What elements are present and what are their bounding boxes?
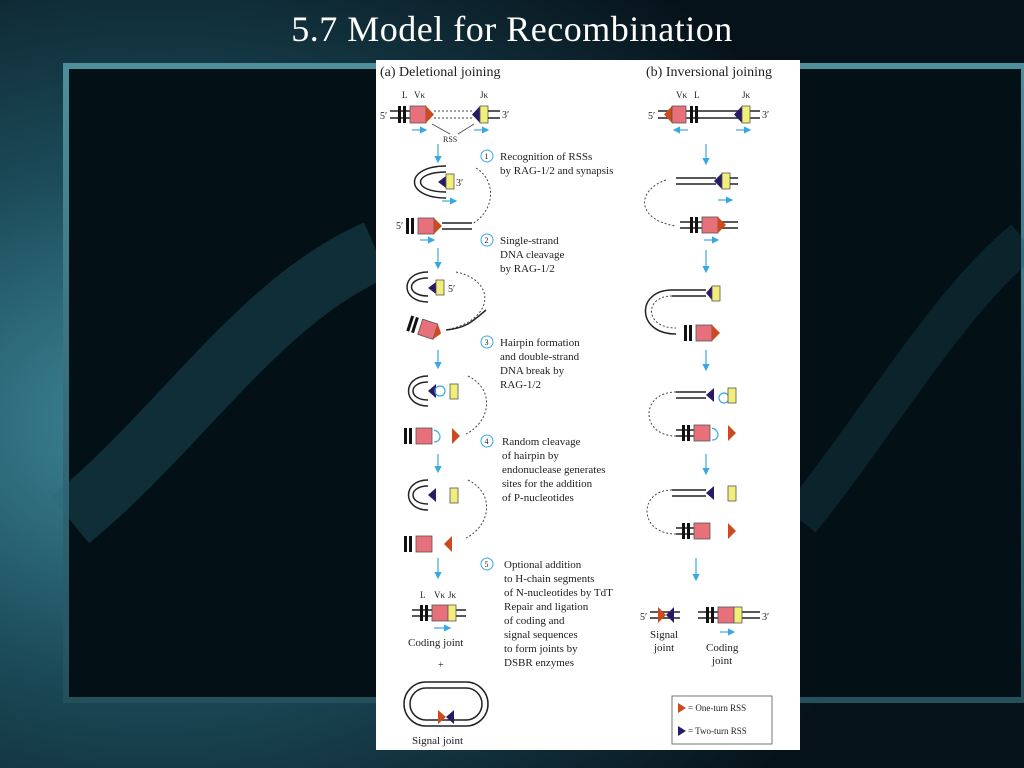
svg-text:5′: 5′	[448, 284, 455, 295]
panel-b-single-strand-cleavage	[644, 285, 721, 342]
svg-text:Signal joint: Signal joint	[412, 735, 463, 747]
panel-b-germline-dna: Vκ L Jκ 5′ 3′	[648, 90, 769, 134]
svg-text:of N-nucleotides by TdT: of N-nucleotides by TdT	[504, 587, 613, 599]
panel-a-single-strand-cleavage: 5′	[406, 271, 487, 340]
panel-b-coding-joint: 3′ Coding joint	[698, 606, 769, 667]
svg-text:5′: 5′	[396, 221, 403, 232]
svg-text:3′: 3′	[456, 178, 463, 189]
panel-a-title: (a) Deletional joining	[380, 65, 501, 80]
svg-text:Vκ: Vκ	[434, 590, 445, 600]
panel-b-hairpin-cleavage	[646, 485, 737, 540]
svg-text:Recognition of RSSs: Recognition of RSSs	[500, 151, 592, 163]
svg-text:3′: 3′	[762, 612, 769, 623]
svg-text:of P-nucleotides: of P-nucleotides	[502, 492, 574, 504]
panel-a-hairpin-cleavage	[404, 479, 487, 553]
svg-text:endonuclease generates: endonuclease generates	[502, 464, 606, 476]
svg-text:3: 3	[485, 338, 489, 347]
panel-b-synapsis-loop	[644, 172, 738, 244]
step-1-text: 1 Recognition of RSSs by RAG-1/2 and syn…	[480, 149, 613, 177]
svg-text:Coding: Coding	[706, 642, 739, 654]
svg-text:4: 4	[485, 437, 489, 446]
svg-text:Single-strand: Single-strand	[500, 235, 559, 247]
svg-text:Hairpin formation: Hairpin formation	[500, 337, 580, 349]
panel-a-synapsis-loop: 3′ 5′	[396, 165, 491, 244]
coding-joint-label: Coding joint	[408, 637, 463, 649]
plus-sign: +	[438, 660, 444, 671]
svg-text:3′: 3′	[502, 110, 509, 121]
svg-text:by RAG-1/2 and synapsis: by RAG-1/2 and synapsis	[500, 165, 613, 177]
svg-text:of hairpin by: of hairpin by	[502, 450, 559, 462]
figure-diagram: (a) Deletional joining (b) Inversional j…	[380, 65, 773, 747]
svg-text:L: L	[694, 90, 700, 100]
legend-one-turn: = One-turn RSS	[688, 703, 746, 713]
svg-text:L: L	[402, 90, 408, 100]
svg-text:of coding and: of coding and	[504, 615, 565, 627]
svg-text:joint: joint	[653, 642, 674, 654]
svg-text:joint: joint	[711, 655, 732, 667]
svg-text:Repair and ligation: Repair and ligation	[504, 601, 589, 613]
panel-b-signal-joint: 5′ Signal joint	[640, 607, 680, 654]
svg-text:Vκ: Vκ	[414, 90, 425, 100]
svg-text:signal sequences: signal sequences	[504, 629, 578, 641]
svg-text:sites for the addition: sites for the addition	[502, 478, 593, 490]
svg-text:Jκ: Jκ	[480, 90, 489, 100]
one-turn-rss-swatch	[678, 703, 686, 713]
two-turn-rss-swatch	[678, 726, 686, 736]
step-2-text: 2 Single-strand DNA cleavage by RAG-1/2	[480, 233, 565, 275]
svg-text:L: L	[420, 590, 426, 600]
panel-b-hairpin-formation	[648, 387, 737, 442]
panel-a-signal-joint: Signal joint	[403, 681, 489, 747]
svg-text:5′: 5′	[640, 612, 647, 623]
svg-text:3′: 3′	[762, 110, 769, 121]
svg-text:Signal: Signal	[650, 629, 678, 641]
step-4-text: 4 Random cleavage of hairpin by endonucl…	[480, 434, 606, 504]
svg-text:2: 2	[485, 236, 489, 245]
svg-text:to form joints by: to form joints by	[504, 643, 578, 655]
recombination-figure: (a) Deletional joining (b) Inversional j…	[376, 60, 800, 750]
panel-b-title: (b) Inversional joining	[646, 65, 772, 80]
svg-text:Jκ: Jκ	[742, 90, 751, 100]
svg-text:to H-chain segments: to H-chain segments	[504, 573, 594, 585]
slide-title: 5.7 Model for Recombination	[291, 9, 733, 49]
panel-a-coding-joint: L Vκ Jκ Coding joint +	[408, 590, 466, 671]
step-5-text: 5 Optional addition to H-chain segments …	[480, 557, 613, 669]
svg-text:Vκ: Vκ	[676, 90, 687, 100]
svg-text:DNA break by: DNA break by	[500, 365, 565, 377]
svg-text:Random cleavage: Random cleavage	[502, 436, 581, 448]
step-3-text: 3 Hairpin formation and double-strand DN…	[480, 335, 580, 391]
svg-text:5′: 5′	[648, 111, 655, 122]
svg-text:by RAG-1/2: by RAG-1/2	[500, 263, 555, 275]
panel-a-hairpin-formation	[404, 375, 487, 445]
svg-text:and double-strand: and double-strand	[500, 351, 580, 363]
svg-text:DSBR enzymes: DSBR enzymes	[504, 657, 574, 669]
svg-text:RAG-1/2: RAG-1/2	[500, 379, 541, 391]
legend: = One-turn RSS = Two-turn RSS	[671, 695, 773, 745]
panel-a-germline-dna: 5′ L Vκ Jκ 3′ RSS	[380, 90, 509, 144]
svg-text:Jκ: Jκ	[448, 590, 457, 600]
legend-two-turn: = Two-turn RSS	[688, 726, 747, 736]
svg-text:RSS: RSS	[443, 135, 457, 144]
svg-text:1: 1	[485, 152, 489, 161]
svg-text:Optional addition: Optional addition	[504, 559, 582, 571]
svg-text:5′: 5′	[380, 111, 387, 122]
svg-text:5: 5	[485, 560, 489, 569]
svg-text:DNA cleavage: DNA cleavage	[500, 249, 565, 261]
panel-b-flow-arrows	[692, 144, 710, 582]
